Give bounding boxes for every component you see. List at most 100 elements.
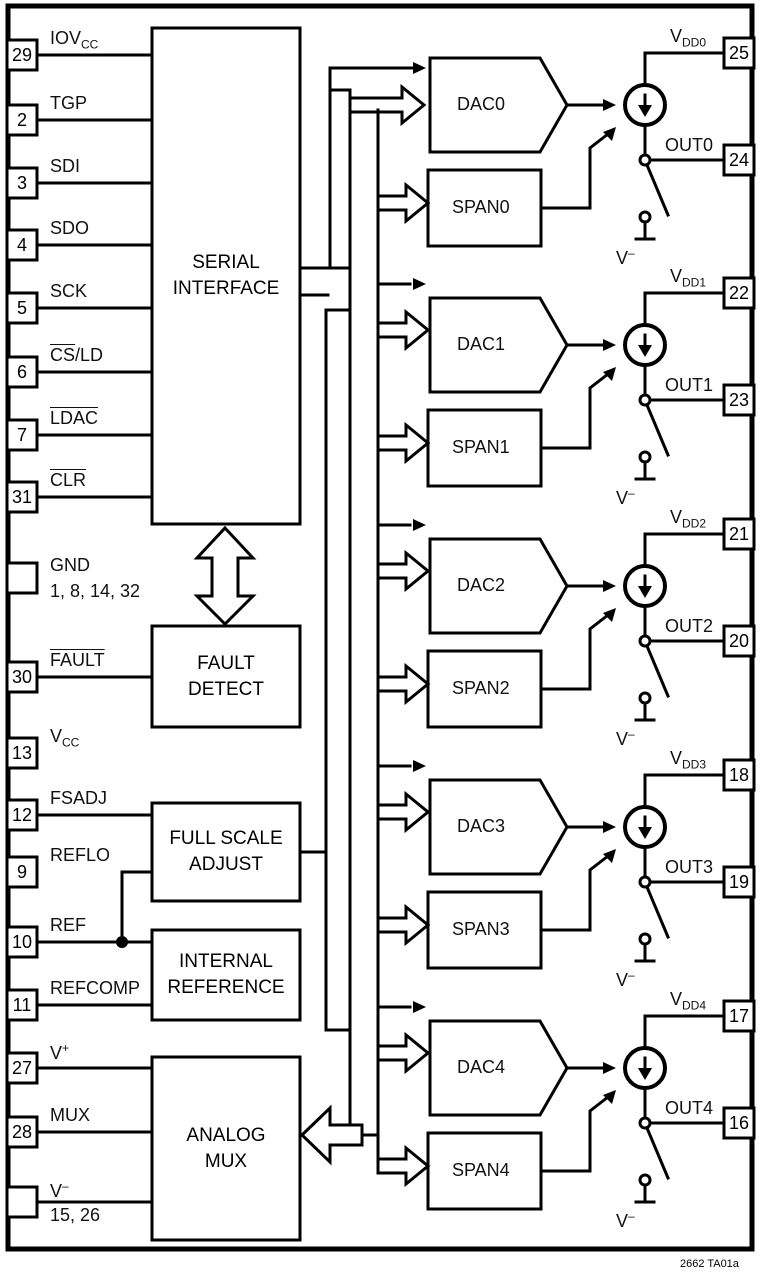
arrowhead	[603, 127, 616, 141]
vminus-label: V–	[616, 246, 635, 268]
pin-number: 25	[728, 43, 750, 63]
pin-box-x17	[5, 1185, 39, 1219]
pin-number: 18	[728, 765, 750, 785]
pin-box-31	[5, 480, 39, 514]
vdd-label: VDD0	[670, 26, 707, 50]
wire	[643, 773, 724, 807]
pin-number: 2	[16, 110, 27, 130]
span-block-0	[426, 168, 543, 248]
wire	[328, 66, 422, 268]
pin-label: REF	[50, 915, 86, 935]
pin-label: CLR	[50, 470, 87, 490]
dac-label: DAC3	[457, 816, 506, 836]
pin-number: 23	[728, 390, 750, 410]
pin-box-29	[5, 38, 39, 72]
pin-label: SDI	[50, 156, 81, 176]
arrowhead	[413, 519, 426, 531]
dac-block-2	[428, 537, 569, 635]
vminus-label: V–	[616, 486, 635, 508]
arrowhead	[413, 278, 426, 290]
dac-label: DAC2	[457, 575, 506, 595]
wire	[643, 51, 724, 85]
pin-label: MUX	[50, 1105, 90, 1125]
pin-number: 19	[728, 872, 750, 892]
pin-label: REFLO	[50, 845, 111, 865]
arrowhead	[603, 608, 616, 622]
wire	[541, 613, 609, 691]
span-label: SPAN0	[452, 197, 510, 217]
pin-box-vdd-4	[722, 999, 756, 1033]
full-scale-adjust-block	[150, 801, 302, 903]
pin-number: 29	[11, 45, 33, 65]
dac-block-1	[428, 296, 569, 394]
pin-box-30	[5, 660, 39, 694]
pin-number: 17	[728, 1006, 750, 1026]
out-label: OUT4	[665, 1098, 714, 1118]
dac-label: DAC4	[457, 1057, 506, 1077]
span-label: SPAN4	[452, 1160, 510, 1180]
arrowhead	[413, 62, 426, 74]
pin-label: V+	[50, 1041, 70, 1063]
arrowhead	[603, 1062, 616, 1074]
wire	[643, 1014, 724, 1048]
vdd-label: VDD3	[670, 748, 707, 772]
bus-arrow-span-0	[376, 181, 431, 225]
arrowhead	[603, 339, 616, 351]
chip-outline	[5, 3, 755, 1252]
fault-detect-block	[150, 624, 302, 729]
pin-number: 11	[12, 995, 32, 1015]
out-label: OUT1	[665, 375, 714, 395]
pin-box-out-2	[722, 624, 756, 658]
bus-arrow-dac-4	[376, 1031, 431, 1075]
bus-arrow-span-1	[376, 421, 431, 465]
pin-number: 4	[16, 235, 27, 255]
switch-arm	[645, 885, 670, 939]
pin-box-2	[5, 103, 39, 137]
bus-arrow-span-3	[376, 903, 431, 947]
out-label: OUT2	[665, 616, 714, 636]
arrowhead	[638, 345, 652, 357]
pin-label-line2: 15, 26	[50, 1205, 101, 1225]
figure-id: 2662 TA01a	[680, 1258, 739, 1270]
pin-number: 5	[16, 298, 27, 318]
span-label: SPAN2	[452, 678, 510, 698]
pin-number: 16	[728, 1113, 750, 1133]
pin-number: 9	[16, 862, 27, 882]
analog-mux-block	[150, 1055, 302, 1242]
bus-arrow-dac-2	[376, 549, 431, 593]
pin-label: FSADJ	[50, 788, 108, 808]
vdd-label: VDD2	[670, 507, 707, 531]
arrowhead	[603, 821, 616, 833]
fault-detect-label: FAULT DETECT	[188, 652, 264, 700]
pin-number: 7	[16, 425, 27, 445]
pin-box-out-4	[722, 1106, 756, 1140]
arrowhead	[638, 105, 652, 117]
out-label: OUT0	[665, 135, 714, 155]
arrowhead	[638, 827, 652, 839]
dac-block-4	[428, 1019, 569, 1117]
pin-box-out-3	[722, 865, 756, 899]
pin-box-28	[5, 1115, 39, 1149]
pin-wire	[120, 870, 152, 942]
span-block-2	[426, 649, 543, 729]
serial-interface-block	[150, 26, 302, 526]
out-label: OUT3	[665, 857, 714, 877]
pin-label: GND	[50, 555, 90, 575]
pin-box-vdd-0	[722, 36, 756, 70]
pin-number: 28	[11, 1122, 33, 1142]
pin-box-vdd-2	[722, 517, 756, 551]
arrowhead	[638, 586, 652, 598]
analog-mux-label: ANALOG MUX	[186, 1124, 266, 1172]
arrowhead	[413, 760, 426, 772]
bus-arrow-dac-3	[376, 790, 431, 834]
switch-arm	[645, 163, 670, 217]
pin-number: 30	[11, 667, 33, 687]
bus-arrow-dac-1	[376, 308, 431, 352]
arrowhead	[603, 849, 616, 863]
span-label: SPAN1	[452, 437, 510, 457]
span-block-4	[426, 1131, 543, 1211]
pin-label: TGP	[50, 93, 88, 113]
pin-number: 6	[16, 362, 27, 382]
pin-number: 10	[11, 932, 33, 952]
